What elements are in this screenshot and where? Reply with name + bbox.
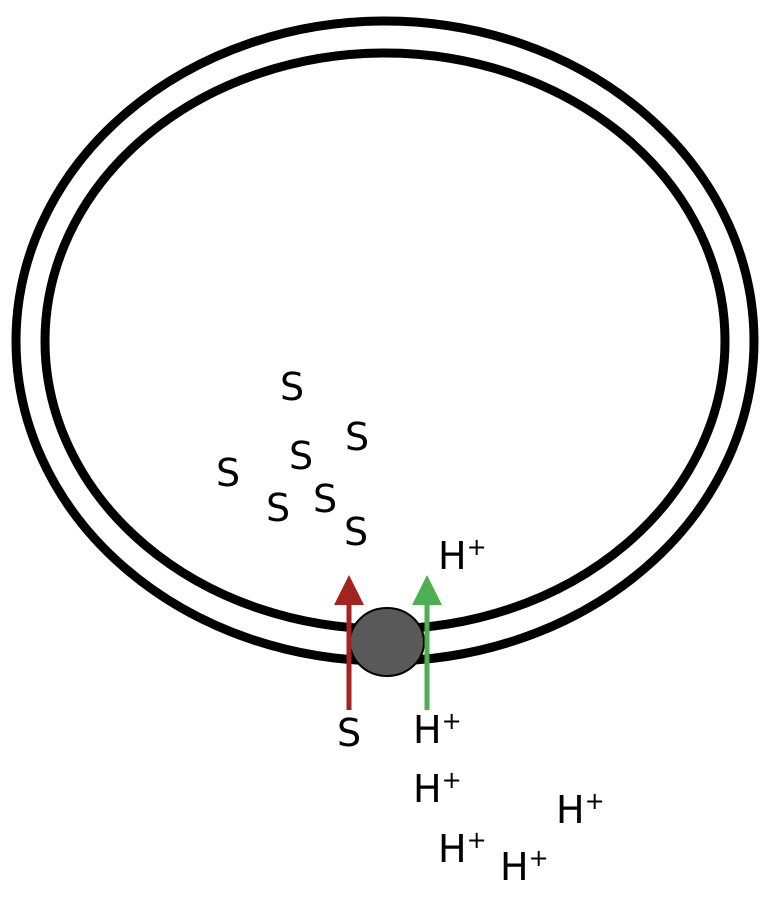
inside-solute-label: S [344,510,368,554]
membrane-inner [40,48,730,634]
inside-proton-label: H+ [438,533,487,578]
inside-solute-label: S [216,451,240,495]
membrane-outer [11,16,759,666]
inside-solute-cluster: S S S S S S S [216,365,369,554]
outside-proton-cluster: H+ H+ H+ H+ H+ [413,707,605,889]
transporter-protein [349,607,425,677]
inside-solute-label: S [280,365,304,409]
outside-proton-label: H+ [500,844,549,889]
inside-solute-label: S [289,434,313,478]
outside-proton-label: H+ [556,787,605,832]
inside-solute-label: S [313,477,337,521]
outside-proton-label: H+ [413,707,462,752]
inside-solute-label: S [345,415,369,459]
outside-proton-label: H+ [438,826,487,871]
outside-proton-label: H+ [413,766,462,811]
inside-solute-label: S [266,486,290,530]
outside-solute-label: S [337,711,361,755]
